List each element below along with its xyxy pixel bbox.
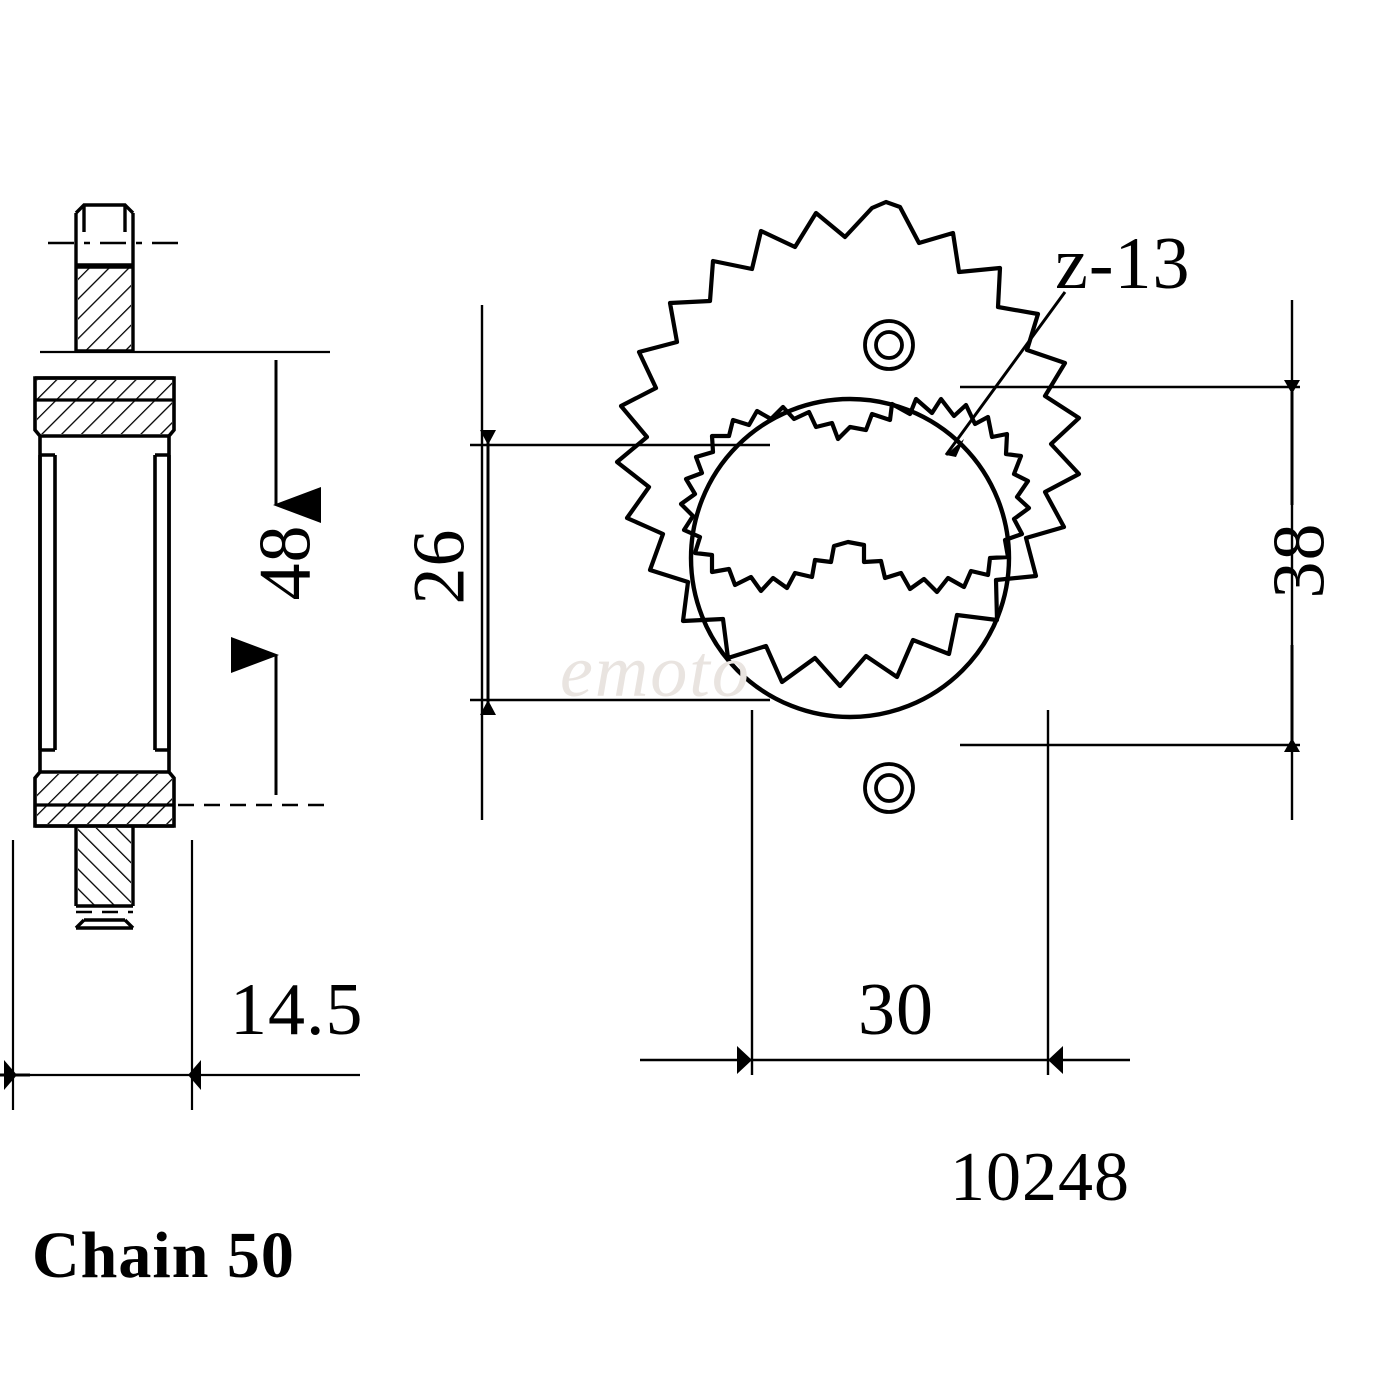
watermark-text: emoto: [560, 631, 751, 713]
dim-145-witness: [11, 840, 360, 1110]
dimension-label-14-5: 14.5: [230, 969, 364, 1051]
dimension-label-38: 38: [1258, 522, 1341, 599]
dim-26-witness: [470, 305, 770, 820]
bolt-hole-top: [863, 319, 915, 371]
body-section-hatching: [37, 380, 172, 824]
z13-leader-line: [944, 291, 1067, 457]
dimension-label-30: 30: [858, 969, 934, 1051]
bolt-hole-bottom: [863, 762, 915, 814]
upper-shaft-stub: [74, 203, 135, 352]
lower-shaft-dash: [48, 803, 330, 914]
splined-bore: [678, 396, 1032, 595]
dim-38-arrows: [1284, 380, 1300, 752]
teeth-count-callout: z-13: [1055, 223, 1191, 305]
chain-size-label: Chain 50: [32, 1219, 295, 1292]
side-section-view: [0, 203, 360, 1110]
dimension-label-26: 26: [398, 528, 481, 605]
front-sprocket-view: [470, 199, 1300, 1075]
sprocket-body-outline: [33, 376, 176, 828]
lower-shaft-hatch: [78, 828, 131, 906]
sprocket-teeth-outline: [614, 199, 1082, 689]
part-code-label: 10248: [950, 1139, 1130, 1216]
upper-shaft-hatch: [78, 267, 131, 351]
lower-shaft-stub: [74, 826, 135, 930]
dim-26-arrows: [480, 430, 496, 715]
dimension-label-48: 48: [244, 524, 327, 601]
dim-30-arrows: [737, 1046, 1063, 1074]
